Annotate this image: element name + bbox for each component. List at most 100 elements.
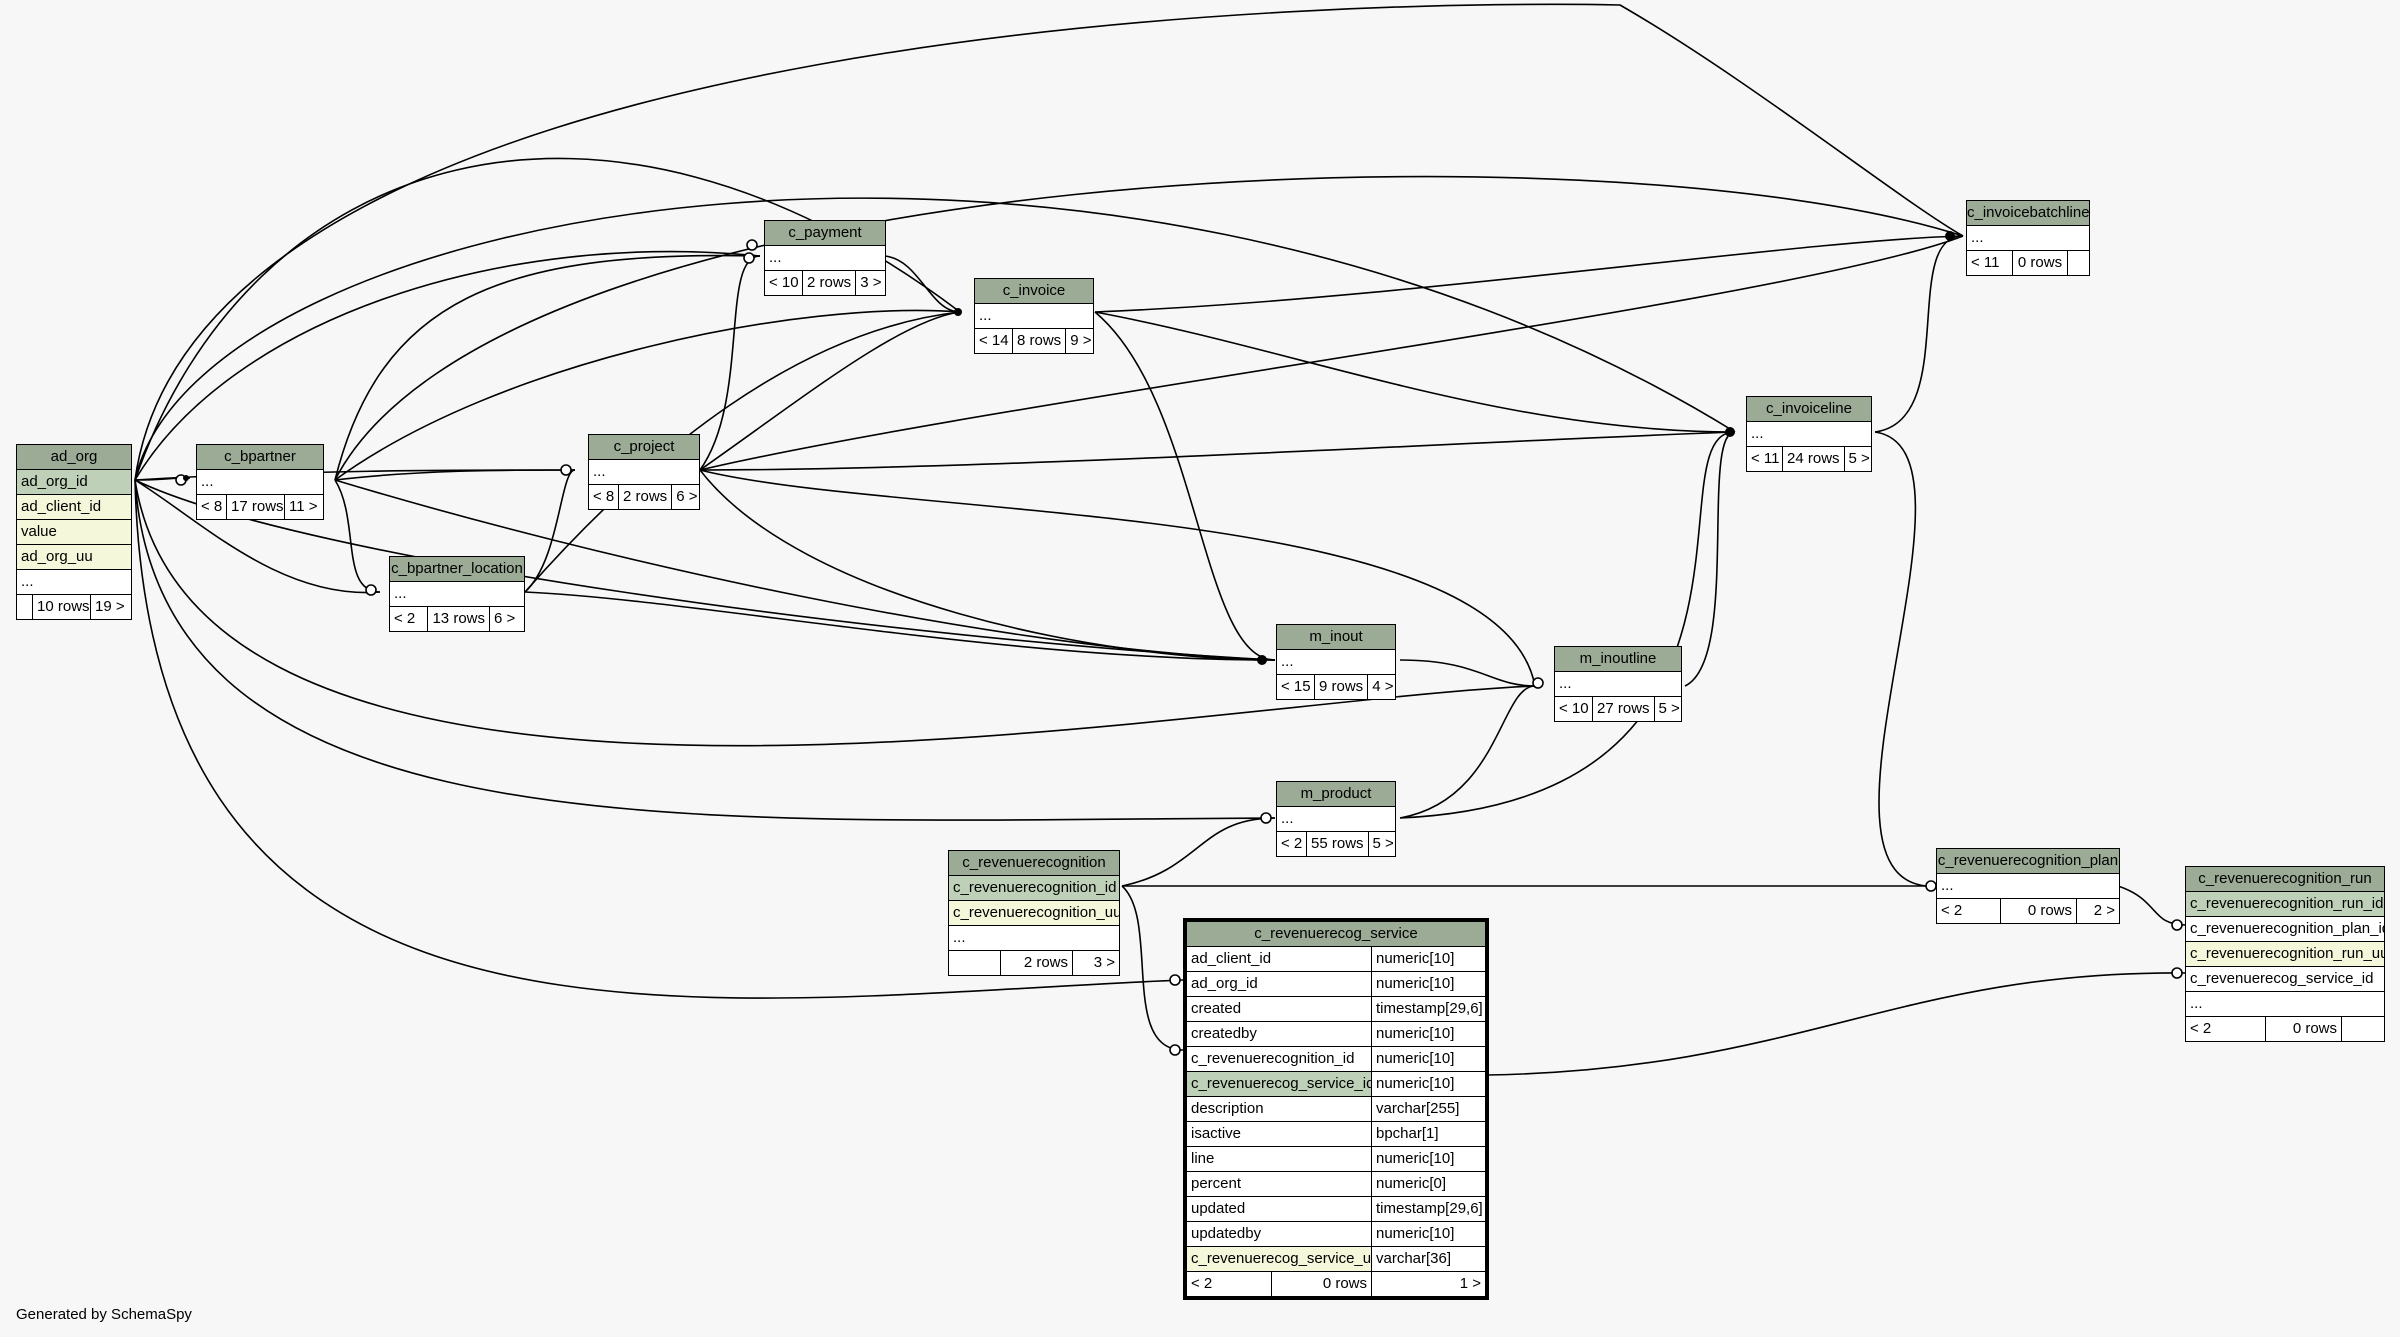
table-title[interactable]: c_invoice: [975, 279, 1093, 304]
column-ad-org-uu[interactable]: ad_org_uu: [17, 545, 131, 570]
table-title[interactable]: c_revenuerecog_service: [1187, 922, 1485, 947]
edge-c-revenuerecognition-to-m-product: [1121, 817, 1276, 887]
parents-count[interactable]: < 10: [765, 271, 803, 295]
column-ellipsis: ...: [765, 246, 885, 271]
parents-count[interactable]: [17, 595, 33, 619]
children-count[interactable]: 6 >: [676, 488, 698, 505]
children-count[interactable]: 19 >: [95, 598, 125, 615]
table-title[interactable]: m_product: [1277, 782, 1395, 807]
parents-count[interactable]: < 2: [1187, 1272, 1272, 1296]
column-ellipsis: ...: [1937, 874, 2119, 899]
edge-ad-org-to-c-payment: [134, 250, 761, 481]
children-count[interactable]: 4 >: [1372, 678, 1394, 695]
children-count[interactable]: [2068, 251, 2089, 275]
table-c-project[interactable]: c_project ... < 8 2 rows 6 >: [588, 434, 700, 510]
parents-count[interactable]: < 14: [975, 329, 1013, 353]
table-title[interactable]: c_project: [589, 435, 699, 460]
children-count[interactable]: 3 >: [1093, 954, 1115, 971]
column-c-revenuerecognition-run-id[interactable]: c_revenuerecognition_run_id: [2186, 892, 2384, 917]
table-title[interactable]: c_revenuerecognition_run: [2186, 867, 2384, 892]
table-m-inout[interactable]: m_inout ... < 15 9 rows 4 >: [1276, 624, 1396, 700]
table-footer: 10 rows 19 >: [17, 595, 131, 619]
table-c-payment[interactable]: c_payment ... < 10 2 rows 3 >: [764, 220, 886, 296]
column-type: numeric[10]: [1376, 950, 1455, 967]
parents-count[interactable]: < 2: [1277, 832, 1307, 856]
table-footer: < 2 0 rows: [2186, 1017, 2384, 1041]
table-c-bpartner[interactable]: c_bpartner ... < 8 17 rows 11 >: [196, 444, 324, 520]
parents-count[interactable]: < 8: [197, 495, 227, 519]
table-c-invoiceline[interactable]: c_invoiceline ... < 11 24 rows 5 >: [1746, 396, 1872, 472]
parents-count[interactable]: < 2: [390, 607, 428, 631]
children-count[interactable]: 3 >: [860, 274, 882, 291]
row-count: 10 rows: [33, 595, 91, 619]
table-c-invoice[interactable]: c_invoice ... < 14 8 rows 9 >: [974, 278, 1094, 354]
children-count[interactable]: 5 >: [1658, 700, 1680, 717]
children-count[interactable]: [2342, 1017, 2384, 1041]
parents-count[interactable]: < 10: [1555, 697, 1593, 721]
parents-count[interactable]: < 11: [1967, 251, 2013, 275]
column-ad-client-id[interactable]: ad_client_id: [17, 495, 131, 520]
edge-c-bpartner-location-to-c-project: [524, 469, 576, 593]
table-footer: < 2 0 rows 1 >: [1187, 1272, 1485, 1296]
edge-c-revenuerecognition-to-c-revenuerecog-service: [1121, 885, 1184, 1051]
parents-count[interactable]: < 2: [1937, 899, 2001, 923]
table-title[interactable]: c_payment: [765, 221, 885, 246]
children-count[interactable]: 2 >: [2093, 902, 2115, 919]
table-c-revenuerecognition-plan[interactable]: c_revenuerecognition_plan ... < 2 0 rows…: [1936, 848, 2120, 924]
table-title[interactable]: ad_org: [17, 445, 131, 470]
column-c-revenuerecognition-plan-id[interactable]: c_revenuerecognition_plan_id: [2186, 917, 2384, 942]
children-count[interactable]: 1 >: [1459, 1275, 1481, 1292]
children-count[interactable]: 5 >: [1372, 835, 1394, 852]
table-title[interactable]: c_invoicebatchline: [1967, 201, 2089, 226]
column-ad-org-id[interactable]: ad_org_id: [17, 470, 131, 495]
table-title[interactable]: m_inoutline: [1555, 647, 1681, 672]
column-ellipsis: ...: [2186, 992, 2384, 1017]
table-title[interactable]: m_inout: [1277, 625, 1395, 650]
column-c-revenuerecognition-run-uu[interactable]: c_revenuerecognition_run_uu: [2186, 942, 2384, 967]
table-c-bpartner-location[interactable]: c_bpartner_location ... < 2 13 rows 6 >: [389, 556, 525, 632]
children-count[interactable]: 9 >: [1070, 332, 1092, 349]
parents-count[interactable]: < 2: [2186, 1017, 2266, 1041]
children-count[interactable]: 11 >: [289, 498, 318, 515]
column-c-revenuerecognition-uu[interactable]: c_revenuerecognition_uu: [949, 901, 1119, 926]
table-ad-org[interactable]: ad_org ad_org_id ad_client_id value ad_o…: [16, 444, 132, 620]
column-ellipsis: ...: [1747, 422, 1871, 447]
table-c-revenuerecognition-run[interactable]: c_revenuerecognition_run c_revenuerecogn…: [2185, 866, 2385, 1042]
children-count[interactable]: 5 >: [1848, 450, 1870, 467]
table-c-invoicebatchline[interactable]: c_invoicebatchline ... < 11 0 rows: [1966, 200, 2090, 276]
column-c-revenuerecognition-id[interactable]: c_revenuerecognition_id: [949, 876, 1119, 901]
children-count[interactable]: 6 >: [494, 610, 516, 627]
parents-count[interactable]: < 11: [1747, 447, 1783, 471]
table-title[interactable]: c_bpartner_location: [390, 557, 524, 582]
column-value[interactable]: value: [17, 520, 131, 545]
parents-count[interactable]: < 15: [1277, 675, 1315, 699]
column-ellipsis: ...: [390, 582, 524, 607]
column-type: varchar[255]: [1376, 1100, 1460, 1117]
table-title[interactable]: c_revenuerecognition_plan: [1937, 849, 2119, 874]
edge-c-invoiceline-to-c-invoicebatchline: [1874, 235, 1964, 433]
row-count: 2 rows: [619, 485, 673, 509]
table-m-inoutline[interactable]: m_inoutline ... < 10 27 rows 5 >: [1554, 646, 1682, 722]
parents-count[interactable]: < 8: [589, 485, 619, 509]
table-title[interactable]: c_invoiceline: [1747, 397, 1871, 422]
column-c-revenuerecog-service-id[interactable]: c_revenuerecog_service_id: [2186, 967, 2384, 992]
table-title[interactable]: c_revenuerecognition: [949, 851, 1119, 876]
table-m-product[interactable]: m_product ... < 2 55 rows 5 >: [1276, 781, 1396, 857]
table-c-revenuerecognition[interactable]: c_revenuerecognition c_revenuerecognitio…: [948, 850, 1120, 976]
table-title[interactable]: c_bpartner: [197, 445, 323, 470]
parents-count[interactable]: [949, 951, 1001, 975]
